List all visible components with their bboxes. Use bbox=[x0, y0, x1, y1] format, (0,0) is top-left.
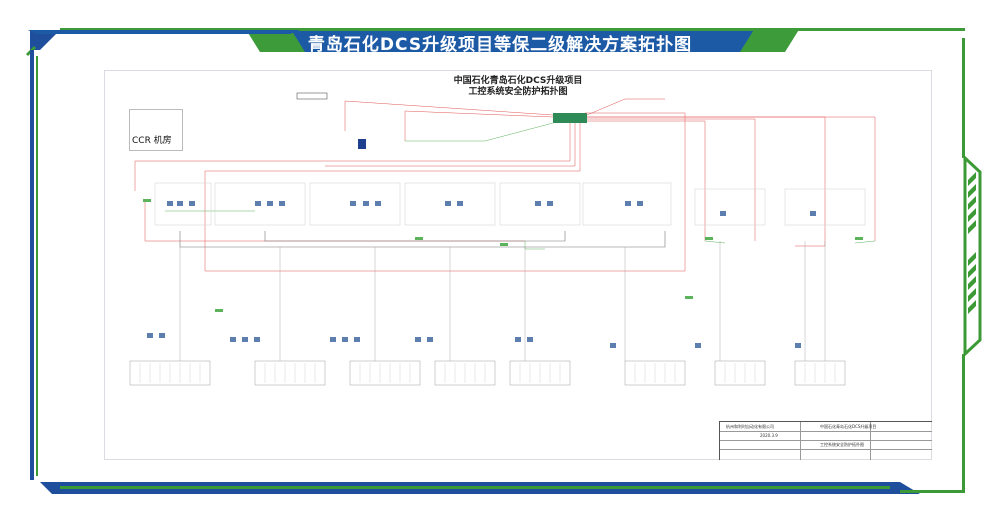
diagram-title-line2: 工控系统安全防护拓扑图 bbox=[468, 87, 568, 97]
diagram-title-line1: 中国石化青岛石化DCS升级项目 bbox=[453, 76, 583, 86]
firewall-icons bbox=[143, 199, 863, 312]
vertical-drops bbox=[179, 241, 826, 361]
server-icon bbox=[358, 139, 366, 149]
red-links bbox=[134, 98, 876, 272]
rack-server-icon bbox=[296, 92, 328, 100]
ring-bus bbox=[179, 231, 666, 248]
title-block-date: 2020.3.9 bbox=[760, 433, 778, 438]
network-topology bbox=[129, 92, 876, 386]
cabinet-slots bbox=[139, 363, 836, 383]
title-block-company: 杭州和利时自动化有限公司 bbox=[726, 424, 774, 429]
green-links bbox=[165, 122, 876, 250]
diagram-panel: 中国石化青岛石化DCS升级项目 工控系统安全防护拓扑图 CCR 机房 bbox=[104, 70, 932, 460]
banner-title: 青岛石化DCS升级项目等保二级解决方案拓扑图 bbox=[307, 35, 693, 55]
workstation-icons-level2 bbox=[147, 333, 801, 348]
ccr-room-label: CCR 机房 bbox=[132, 136, 172, 146]
title-block-drawing: 工控系统安全防护拓扑图 bbox=[820, 442, 864, 447]
core-switch-icon bbox=[553, 113, 587, 123]
workstation-icons-level1 bbox=[167, 201, 816, 216]
title-block-project: 中国石化青岛石化DCS升级项目 bbox=[820, 424, 877, 429]
stripe-decoration bbox=[968, 172, 976, 314]
title-banner bbox=[28, 28, 965, 52]
cabinet-rows bbox=[129, 360, 846, 386]
ccr-room-box bbox=[129, 109, 183, 151]
area-boxes-level1 bbox=[154, 182, 866, 226]
title-block: 杭州和利时自动化有限公司 中国石化青岛石化DCS升级项目 工控系统安全防护拓扑图… bbox=[719, 421, 932, 460]
